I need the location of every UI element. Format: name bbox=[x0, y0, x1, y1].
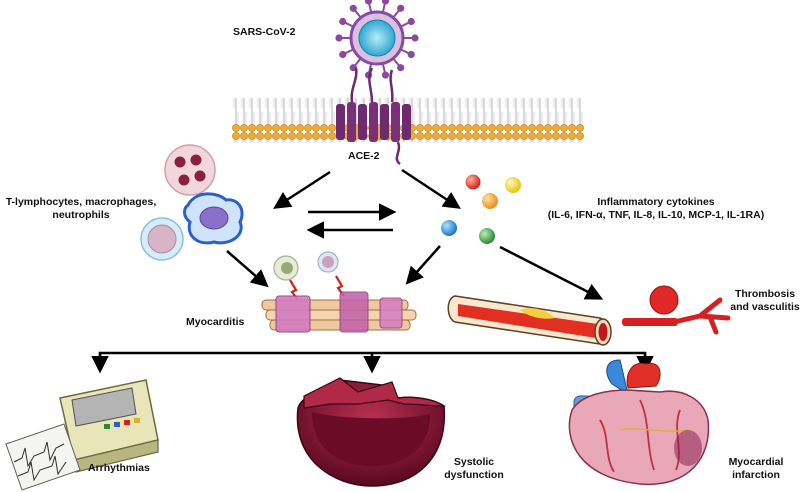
cytokines-icon bbox=[441, 174, 521, 244]
label-cytokines-line1: Inflammatory cytokines bbox=[597, 196, 715, 208]
virus-spike-head bbox=[407, 50, 415, 59]
ventricle-icon bbox=[296, 377, 446, 487]
virus-spike-head bbox=[411, 34, 419, 42]
sars-cov-2-virus-icon bbox=[335, 0, 419, 79]
cytokine-yellow bbox=[505, 177, 521, 193]
label-thrombosis: Thrombosis and vasculitis bbox=[722, 288, 808, 314]
label-thrombosis-line1: Thrombosis bbox=[734, 288, 796, 300]
myocarditis-muscle-icon bbox=[261, 251, 417, 333]
label-immune-cells-line2: neutrophils bbox=[52, 209, 110, 221]
ecg-machine-icon bbox=[5, 379, 159, 491]
label-infarction-line2: infarction bbox=[732, 469, 780, 481]
aneurysm-bulge bbox=[649, 285, 679, 315]
label-myocardial-infarction: Myocardial infarction bbox=[714, 456, 798, 482]
virus-spike-head bbox=[397, 4, 405, 12]
lymphocyte-icon bbox=[140, 217, 184, 261]
diagram-arrows bbox=[91, 168, 654, 374]
ace2-receptor-icon bbox=[336, 67, 411, 165]
invading-cell-icon bbox=[273, 255, 299, 281]
arrow-immune-to-myocarditis bbox=[226, 250, 269, 288]
ecg-buttons bbox=[104, 418, 140, 429]
label-systolic-line1: Systolic bbox=[453, 456, 495, 468]
anatomical-heart-icon bbox=[568, 359, 710, 486]
virus-spike-head bbox=[397, 64, 405, 72]
arrow-cytokines-to-vessel bbox=[499, 245, 604, 300]
neutrophil-icon bbox=[164, 144, 216, 196]
cytokine-orange bbox=[482, 193, 498, 209]
virus-spike-head bbox=[381, 71, 390, 79]
label-infarction-line1: Myocardial bbox=[728, 456, 784, 468]
vasculitis-vessel-icon bbox=[622, 285, 731, 335]
label-systolic-dysfunction: Systolic dysfunction bbox=[434, 456, 514, 482]
arrow-ace2-to-immune bbox=[273, 170, 331, 209]
virus-spike-head bbox=[349, 4, 357, 12]
virus-core bbox=[358, 19, 396, 57]
virus-spike-head bbox=[339, 50, 347, 59]
label-myocarditis: Myocarditis bbox=[186, 316, 245, 328]
virus-spike-head bbox=[364, 0, 373, 5]
label-cytokines-line2: (IL-6, IFN-α, TNF, IL-8, IL-10, MCP-1, I… bbox=[547, 209, 765, 221]
label-immune-cells: T-lymphocytes, macrophages, neutrophils bbox=[0, 196, 162, 222]
cytokine-red bbox=[465, 174, 481, 190]
label-systolic-line2: dysfunction bbox=[444, 469, 504, 481]
label-immune-cells-line1: T-lymphocytes, macrophages, bbox=[5, 196, 157, 208]
virus-spike-head bbox=[407, 17, 415, 26]
arrow-ace2-to-cytokines bbox=[401, 168, 461, 209]
macrophage-icon bbox=[183, 192, 244, 245]
virus-spike-head bbox=[381, 0, 390, 5]
cytokine-green bbox=[479, 228, 495, 244]
label-arrhythmias: Arrhythmias bbox=[88, 462, 150, 474]
thrombosis-vessel-icon bbox=[447, 295, 612, 346]
virus-spike-head bbox=[335, 34, 343, 42]
label-cytokines: Inflammatory cytokines (IL-6, IFN-α, TNF… bbox=[506, 196, 806, 222]
label-thrombosis-line2: and vasculitis bbox=[730, 301, 800, 313]
infarct-region bbox=[674, 430, 702, 466]
invading-lymphocyte-icon bbox=[317, 251, 339, 273]
label-sars-cov-2: SARS-CoV-2 bbox=[233, 26, 296, 38]
cytokine-blue bbox=[441, 220, 457, 236]
immune-cells-icon bbox=[140, 144, 244, 261]
virus-spike-head bbox=[339, 17, 347, 26]
arrow-cytokines-to-myocarditis bbox=[405, 245, 441, 285]
label-ace-2: ACE-2 bbox=[348, 150, 380, 162]
